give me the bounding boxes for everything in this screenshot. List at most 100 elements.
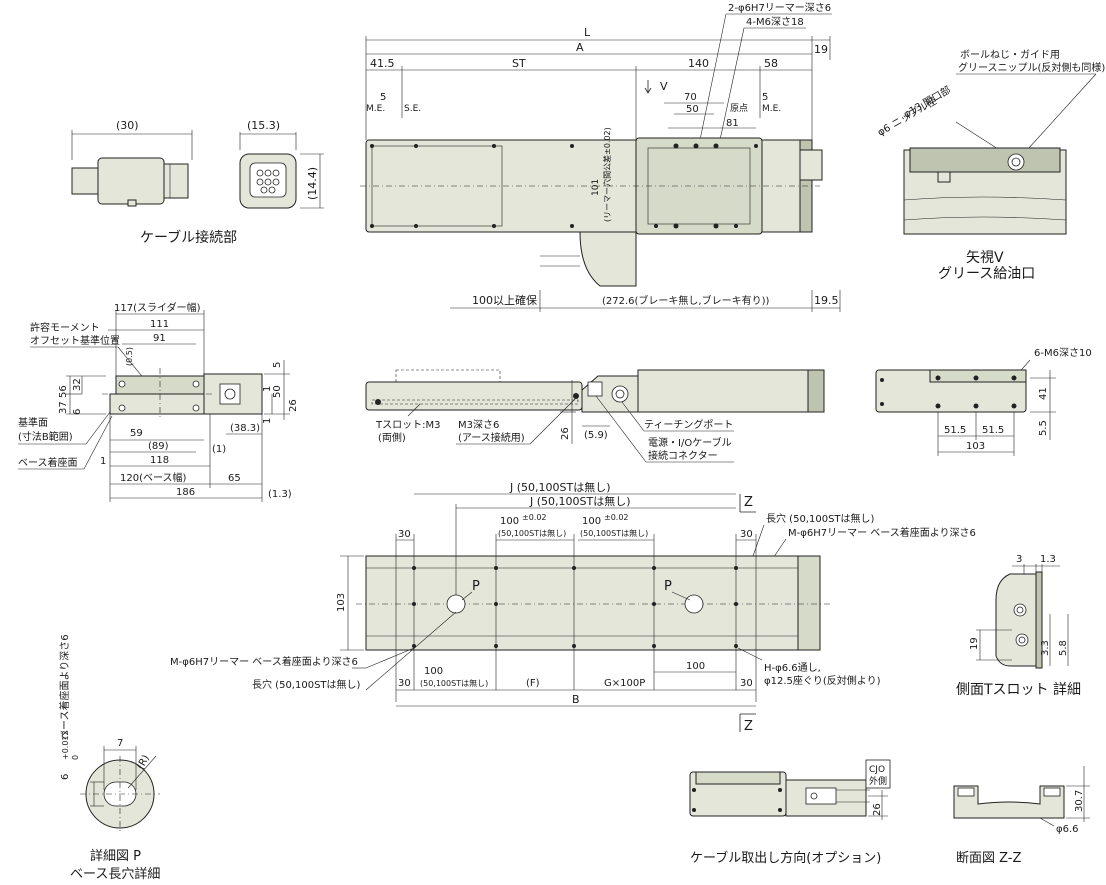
label-slot-right: 長穴 (50,100STは無し)	[766, 512, 875, 525]
dim-tol-b: ±0.02	[604, 513, 629, 522]
base-plate	[365, 555, 799, 651]
dim-5-5: 5.5	[1038, 420, 1049, 436]
label-se: S.E.	[404, 104, 421, 114]
label-6-m6: 6-M6深さ10	[1034, 347, 1092, 359]
dim-L: L	[584, 26, 591, 39]
dim-120: 120(ベース幅)	[120, 471, 186, 484]
dim-5a: 5	[380, 92, 386, 103]
label-P1: P	[472, 579, 480, 594]
section-zz: 30.7 φ6.6 断面図 Z-Z	[953, 766, 1090, 866]
side-tslot-detail: 3 1.3 19 3.3 5.8 側面Tスロット 詳細	[956, 554, 1081, 698]
dim-p-7: 7	[117, 738, 123, 749]
dim-50: 50	[686, 104, 699, 115]
dim-100min: 100以上確保	[472, 293, 537, 307]
caption-grease-port: グリース給油口	[938, 266, 1035, 282]
dim-tslot-3: 3	[1016, 554, 1022, 565]
dim-sub-c: (50,100STは無し)	[420, 678, 488, 688]
dim-5-9: (5.9)	[584, 430, 608, 441]
dim-p-6: 6	[60, 774, 71, 780]
dim-19a: 19	[814, 43, 828, 56]
caption-arrow-view: 矢視V	[966, 250, 1004, 266]
label-cjo: CJO	[869, 765, 885, 775]
dim-pitch-100b: 100	[582, 516, 601, 527]
dim-cable-15-3: (15.3)	[247, 119, 280, 132]
dim-tslot-19: 19	[969, 637, 980, 650]
dim-5: 5	[272, 362, 283, 368]
label-tslot-m3: Tスロット:M3	[375, 420, 440, 431]
dim-30c: 30	[398, 678, 411, 689]
grease-port-view: ボールねじ・ガイド用 グリースニップル(反対側も同様) φ13 開口部 φ6 ニ…	[875, 49, 1105, 282]
base-bottom-view: J (50,100STは無し) J (50,100STは無し) Z 30 100…	[170, 480, 976, 734]
caption-detail-p-1: 詳細図 P	[90, 848, 141, 864]
dim-tslot-1-3: 1.3	[1040, 554, 1056, 565]
label-holes-2: φ12.5座ぐり(反対側より)	[764, 674, 881, 687]
dim-41: 41	[1038, 387, 1049, 400]
dim-1b: (1)	[212, 444, 226, 455]
dim-6: 6	[72, 409, 83, 415]
top-view: L A 19 41.5 ST 140 58 5 M.E. S.E. V 70 5…	[360, 2, 841, 312]
label-nipple-1: ボールねじ・ガイド用	[960, 49, 1060, 61]
dim-1d: 1	[262, 418, 273, 424]
label-z-bottom: Z	[744, 719, 753, 734]
dim-32: 32	[72, 378, 83, 391]
dim-J2: J (50,100STは無し)	[529, 494, 631, 508]
dim-opt-26: 26	[872, 803, 883, 816]
dim-186: 186	[176, 487, 195, 498]
dim-101: 101	[591, 179, 601, 196]
dim-brake: (272.6(ブレーキ無し,ブレーキ有り))	[602, 294, 770, 307]
dim-sub-a: (50,100STは無し)	[498, 528, 566, 538]
label-m6-top: 4-M6深さ18	[746, 16, 804, 28]
label-nipple-6: φ6 ニップル径	[875, 94, 939, 138]
dim-41-5: 41.5	[370, 57, 395, 70]
dim-G: G×100P	[604, 678, 645, 689]
dim-30d: 30	[740, 678, 753, 689]
dim-J1: J (50,100STは無し)	[509, 480, 611, 494]
label-holes-1: H-φ6.6通し,	[764, 662, 821, 674]
label-ground: (アース接続用)	[458, 431, 525, 444]
dim-30a: 30	[398, 529, 411, 540]
dim-cable-30: (30)	[116, 119, 139, 132]
dim-70: 70	[684, 92, 697, 103]
label-z-top: Z	[744, 495, 753, 510]
end-view: 117(スライダー幅) 111 91 (0.5) 許容モーメント オフセット基準…	[18, 301, 299, 502]
caption-section-zz: 断面図 Z-Z	[956, 851, 1022, 866]
dim-89: (89)	[148, 441, 169, 452]
label-moment-1: 許容モーメント	[30, 321, 100, 334]
dim-ST: ST	[512, 57, 526, 70]
dim-19-5: 19.5	[814, 294, 839, 307]
label-connector-2: 接続コネクター	[648, 449, 718, 462]
label-view-v: V	[660, 80, 668, 93]
dim-p-depth: ベース着座面より深さ6	[58, 634, 71, 740]
dim-p-tol-top: +0.012	[61, 730, 70, 760]
label-teaching-port: ティーチングポート	[644, 418, 733, 431]
label-reamer-top: 2-φ6H7リーマー深さ6	[728, 2, 831, 14]
dim-B: B	[572, 693, 580, 706]
dim-tol-a: ±0.02	[522, 513, 547, 522]
dim-cable-14-4: (14.4)	[306, 167, 319, 200]
dim-140: 140	[688, 57, 709, 70]
dim-1c: 1	[262, 386, 273, 392]
label-origin: 原点	[730, 103, 748, 114]
dim-p-tol-bot: 0	[71, 755, 80, 760]
dim-51-5b: 51.5	[982, 425, 1004, 436]
label-nipple-2: グリースニップル(反対側も同様)	[958, 61, 1105, 74]
dim-base-103: 103	[336, 593, 347, 612]
dim-1-3: (1.3)	[268, 489, 292, 500]
dim-65: 65	[228, 473, 241, 484]
label-me-right: M.E.	[762, 104, 781, 114]
label-tslot-both: (両側)	[378, 431, 406, 444]
dim-118: 118	[150, 455, 169, 466]
dim-1a: 1	[100, 456, 106, 467]
dim-section-30-7: 30.7	[1074, 790, 1085, 812]
label-reference-range: (寸法B範囲)	[18, 430, 73, 443]
dim-A: A	[576, 41, 584, 54]
dim-50: 50	[272, 385, 283, 398]
caption-cable-connector: ケーブル接続部	[140, 229, 237, 246]
dim-side-26: 26	[560, 427, 571, 440]
dim-111: 111	[150, 319, 169, 330]
detail-p: 6 +0.012 0 ベース着座面より深さ6 7 (R) 詳細図 P ベース長穴…	[58, 634, 160, 882]
dim-91: 91	[153, 333, 166, 344]
label-reference-face: 基準面	[18, 416, 48, 429]
caption-detail-p-2: ベース長穴詳細	[70, 866, 160, 882]
